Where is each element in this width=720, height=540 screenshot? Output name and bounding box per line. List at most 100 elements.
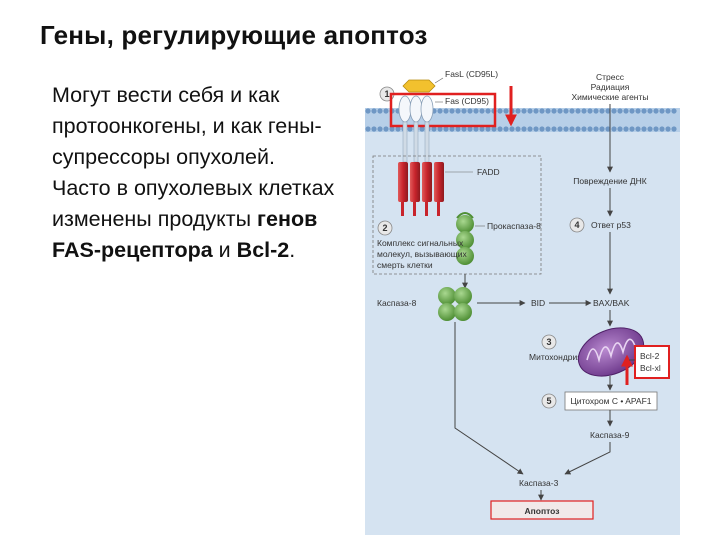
membrane-lipid-head bbox=[569, 108, 575, 114]
membrane-lipid-head bbox=[629, 126, 635, 132]
body-text-and: и bbox=[212, 238, 237, 262]
svg-text:1: 1 bbox=[384, 89, 389, 99]
membrane-lipid-head bbox=[647, 126, 653, 132]
membrane-lipid-head bbox=[605, 108, 611, 114]
membrane-lipid-head bbox=[449, 108, 455, 114]
body-paragraph-2: Часто в опухолевых клетках изменены прод… bbox=[52, 173, 352, 266]
bcl2-highlight-box bbox=[634, 345, 670, 379]
membrane-lipid-head bbox=[515, 126, 521, 132]
membrane-lipid-head bbox=[371, 126, 377, 132]
membrane-lipid-head bbox=[653, 126, 659, 132]
membrane-lipid-head bbox=[623, 108, 629, 114]
membrane-lipid-head bbox=[539, 108, 545, 114]
step-number-4: 4 bbox=[569, 217, 585, 233]
membrane-lipid-head bbox=[461, 126, 467, 132]
caspase3-label: Каспаза-3 bbox=[519, 478, 559, 488]
body-text-fas-gene: генов FAS-рецептора bbox=[52, 207, 318, 262]
step-number-2: 2 bbox=[377, 220, 393, 236]
membrane-lipid-head bbox=[521, 126, 527, 132]
membrane-lipid-head bbox=[587, 126, 593, 132]
membrane-lipid-head bbox=[503, 108, 509, 114]
membrane-lipid-head bbox=[593, 126, 599, 132]
caspase9-label: Каспаза-9 bbox=[590, 430, 630, 440]
slide-title: Гены, регулирующие апоптоз bbox=[40, 20, 428, 50]
membrane-lipid-head bbox=[473, 108, 479, 114]
mitochondria-label: Митохондрия bbox=[529, 352, 582, 362]
membrane-lipid-head bbox=[665, 108, 671, 114]
membrane-lipid-head bbox=[365, 126, 371, 132]
membrane-lipid-head bbox=[557, 108, 563, 114]
complex-label-line1: Комплекс сигнальных bbox=[377, 238, 464, 248]
membrane-lipid-head bbox=[605, 126, 611, 132]
membrane-lipid-head bbox=[467, 108, 473, 114]
apoptosis-label: Апоптоз bbox=[525, 506, 560, 516]
membrane-lipid-head bbox=[551, 108, 557, 114]
cytc-box bbox=[564, 391, 658, 411]
caspase-8-icon bbox=[438, 287, 472, 321]
membrane-lipid-head bbox=[485, 126, 491, 132]
bcl2-label: Bcl-2 bbox=[640, 351, 660, 361]
membrane-lipid-head bbox=[509, 126, 515, 132]
membrane-lipid-head bbox=[473, 126, 479, 132]
procaspase-8-icon bbox=[456, 212, 474, 265]
disc-complex-box bbox=[372, 155, 542, 275]
membrane-lipid-head bbox=[581, 108, 587, 114]
membrane-lipid-head bbox=[635, 108, 641, 114]
bclxl-label: Bcl-xl bbox=[640, 363, 661, 373]
membrane-lipid-head bbox=[407, 126, 413, 132]
complex-label-line3: смерть клетки bbox=[377, 260, 433, 270]
membrane-lipid-head bbox=[641, 108, 647, 114]
membrane-lipid-head bbox=[467, 126, 473, 132]
membrane-lipid-head bbox=[659, 108, 665, 114]
arrow-caspase8-to-caspase3 bbox=[454, 322, 524, 475]
membrane-lipid-head bbox=[515, 108, 521, 114]
fasl-ligand-icon bbox=[402, 79, 436, 93]
bid-label: BID bbox=[531, 298, 545, 308]
chemical-agents-label: Химические агенты bbox=[571, 92, 648, 102]
membrane-lipid-head bbox=[455, 108, 461, 114]
membrane-lipid-head bbox=[461, 108, 467, 114]
svg-text:4: 4 bbox=[574, 220, 579, 230]
membrane-lipid-head bbox=[659, 126, 665, 132]
membrane-lipid-head bbox=[365, 108, 371, 114]
membrane-lipid-head bbox=[443, 126, 449, 132]
membrane-lipid-head bbox=[419, 126, 425, 132]
membrane-lipid-head bbox=[653, 108, 659, 114]
membrane-lipid-head bbox=[647, 108, 653, 114]
membrane-lipid-head bbox=[491, 126, 497, 132]
body-text-start: Часто в опухолевых клетках изменены прод… bbox=[52, 176, 335, 231]
membrane-lipid-head bbox=[371, 108, 377, 114]
membrane-lipid-head bbox=[389, 126, 395, 132]
body-paragraph-1: Могут вести себя и как протоонкогены, и … bbox=[52, 83, 322, 169]
apoptosis-diagram: 1 FasL (CD95L) Fas (CD95) FADD bbox=[365, 60, 680, 535]
membrane-lipid-head bbox=[581, 126, 587, 132]
membrane-lipid-head bbox=[383, 108, 389, 114]
membrane-lipid-head bbox=[497, 126, 503, 132]
membrane-lipid-head bbox=[665, 126, 671, 132]
body-text: Могут вести себя и как протоонкогены, и … bbox=[52, 80, 352, 266]
membrane-lipid-head bbox=[479, 108, 485, 114]
arrow-caspase9-to-caspase3 bbox=[564, 442, 611, 475]
membrane-lipid-head bbox=[521, 108, 527, 114]
baxbak-label: BAX/BAK bbox=[593, 298, 630, 308]
membrane-lipid-head bbox=[563, 126, 569, 132]
fasl-label: FasL (CD95L) bbox=[445, 69, 498, 79]
svg-text:5: 5 bbox=[546, 396, 551, 406]
membrane-lipid-head bbox=[617, 108, 623, 114]
membrane-lipid-head bbox=[383, 126, 389, 132]
fas-label: Fas (CD95) bbox=[445, 96, 489, 106]
membrane-lipid-head bbox=[533, 108, 539, 114]
complex-label-line2: молекул, вызывающих bbox=[377, 249, 468, 259]
membrane-lipid-head bbox=[611, 126, 617, 132]
cytc-label: Цитохром C • APAF1 bbox=[570, 396, 651, 406]
membrane-lipid-head bbox=[623, 126, 629, 132]
membrane-lipid-head bbox=[527, 126, 533, 132]
svg-text:2: 2 bbox=[382, 223, 387, 233]
membrane-lipid-head bbox=[671, 108, 677, 114]
membrane-lipid-head bbox=[635, 126, 641, 132]
step-number-5: 5 bbox=[541, 393, 557, 409]
body-text-end: . bbox=[289, 238, 296, 262]
membrane-lipid-head bbox=[455, 126, 461, 132]
membrane-lipid-head bbox=[557, 126, 563, 132]
membrane-lipid-head bbox=[377, 126, 383, 132]
